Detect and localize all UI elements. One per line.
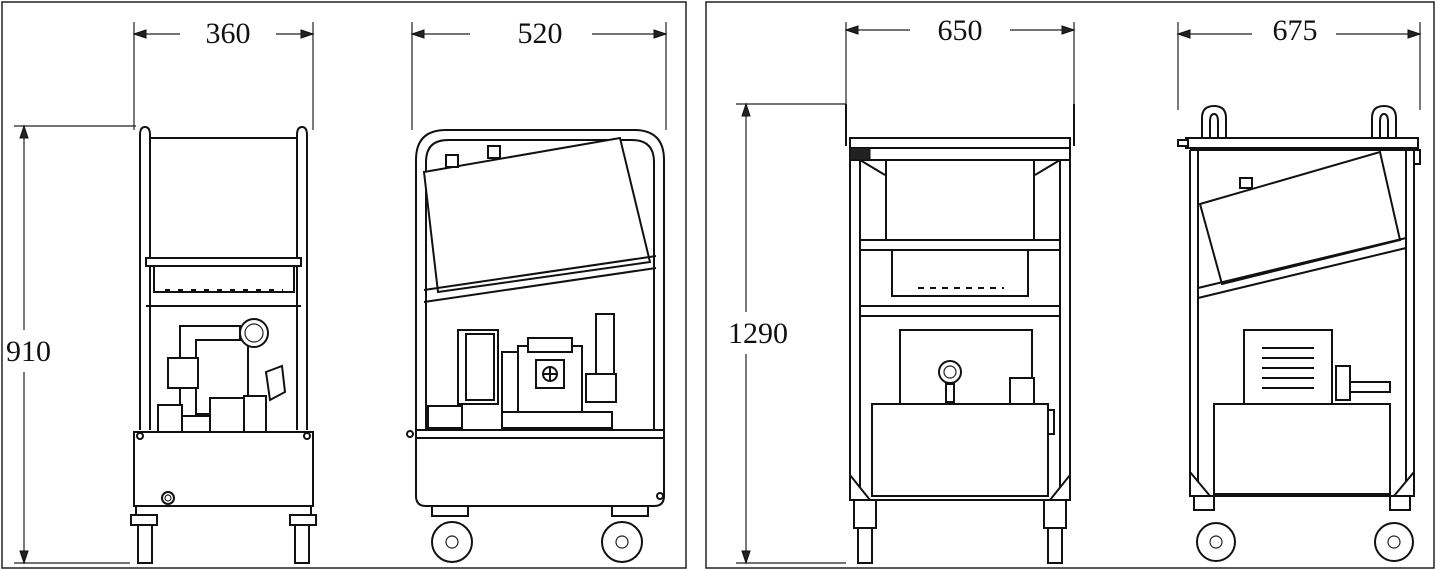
dim-height-1290: 1290 (728, 317, 788, 350)
view-1-side: 360 910 (6, 17, 317, 565)
dim-height-910: 910 (6, 335, 51, 368)
dim-width-675: 675 (1273, 14, 1318, 47)
view-4-front: 675 (1176, 14, 1422, 562)
dim-width-360: 360 (206, 17, 251, 50)
dim-width-520: 520 (518, 17, 563, 50)
view-3-side: 650 1290 (728, 14, 1076, 565)
panel-frame-right (705, 1, 1435, 569)
dim-width-650: 650 (938, 14, 983, 47)
panel-frame-left (1, 1, 687, 569)
view-2-front: 520 (406, 17, 668, 563)
